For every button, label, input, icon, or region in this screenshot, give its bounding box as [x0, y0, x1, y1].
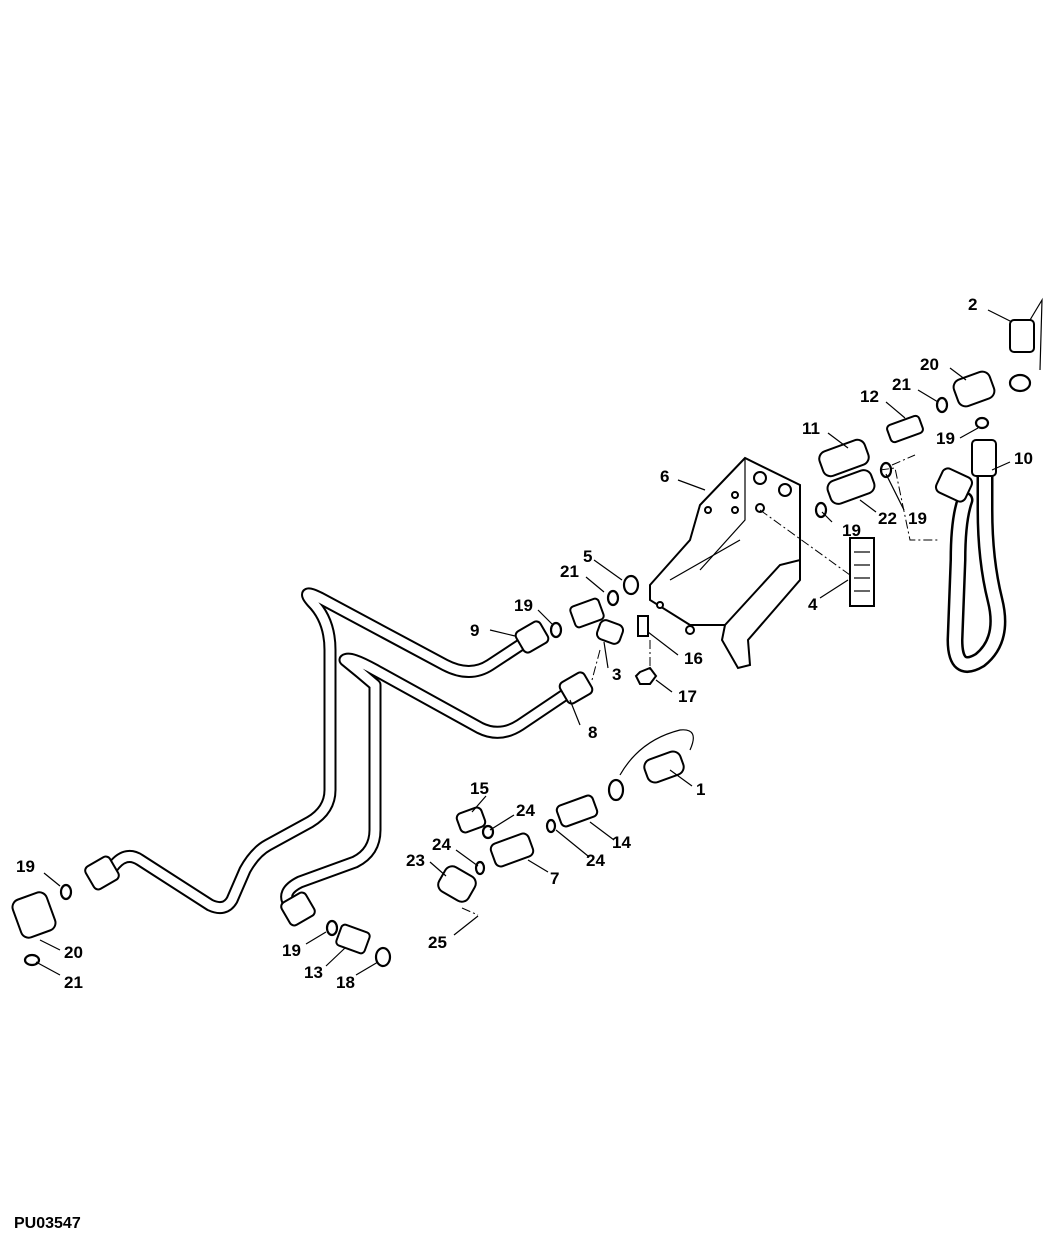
callout-9: 9 — [470, 621, 479, 640]
callout-6: 6 — [660, 467, 669, 486]
callout-24-a: 24 — [516, 801, 535, 820]
mounting-bracket — [649, 456, 801, 670]
hose-assembly — [934, 439, 1007, 673]
callout-20-b: 20 — [64, 943, 83, 962]
callout-labels: 1 2 3 4 5 6 7 8 9 10 11 12 13 14 15 16 1… — [16, 295, 1033, 992]
fittings — [11, 297, 1043, 955]
callout-14: 14 — [612, 833, 631, 852]
leader-lines — [35, 309, 1013, 976]
callout-19-a: 19 — [514, 596, 533, 615]
callout-2: 2 — [968, 295, 977, 314]
callout-4: 4 — [808, 595, 818, 614]
callout-19-d: 19 — [908, 509, 927, 528]
callout-25: 25 — [428, 933, 447, 952]
callout-21-a: 21 — [560, 562, 579, 581]
decal — [849, 537, 875, 607]
callout-5: 5 — [583, 547, 592, 566]
callout-19-e: 19 — [16, 857, 35, 876]
callout-15: 15 — [470, 779, 489, 798]
callout-1: 1 — [696, 780, 705, 799]
callout-22: 22 — [878, 509, 897, 528]
callout-24-c: 24 — [586, 851, 605, 870]
callout-8: 8 — [588, 723, 597, 742]
callout-21-c: 21 — [64, 973, 83, 992]
callout-21-b: 21 — [892, 375, 911, 394]
callout-20-a: 20 — [920, 355, 939, 374]
callout-19-c: 19 — [842, 521, 861, 540]
callout-3: 3 — [612, 665, 621, 684]
callout-19-f: 19 — [282, 941, 301, 960]
steel-tubes — [105, 587, 579, 915]
figure-id: PU03547 — [14, 1215, 81, 1232]
callout-11: 11 — [802, 419, 820, 438]
callout-19-b: 19 — [936, 429, 955, 448]
assembly-lines — [461, 454, 940, 916]
callout-12: 12 — [860, 387, 879, 406]
callout-10: 10 — [1014, 449, 1033, 468]
callout-24-b: 24 — [432, 835, 451, 854]
callout-7: 7 — [550, 869, 559, 888]
tube-nuts — [84, 620, 594, 927]
callout-16: 16 — [684, 649, 703, 668]
o-rings — [23, 373, 1032, 968]
callout-13: 13 — [304, 963, 323, 982]
callout-23: 23 — [406, 851, 425, 870]
callout-17: 17 — [678, 687, 697, 706]
callout-18: 18 — [336, 973, 355, 992]
